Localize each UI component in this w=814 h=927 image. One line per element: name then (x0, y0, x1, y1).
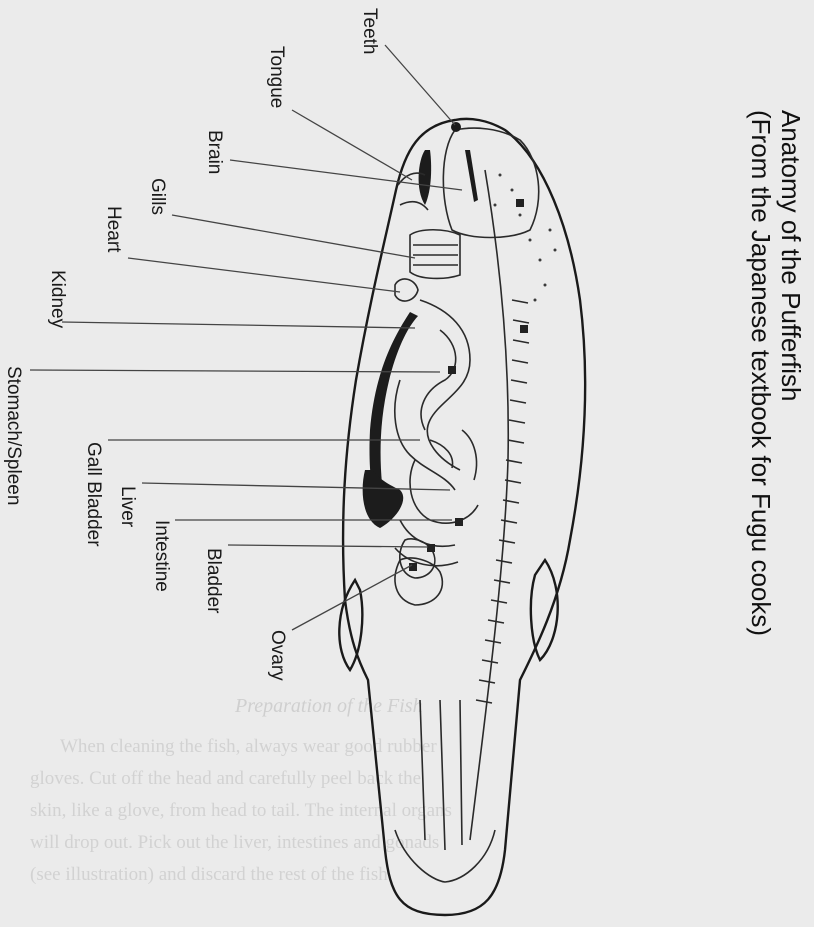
ovary-leader (292, 565, 412, 630)
background-line-5: (see illustration) and discard the rest … (30, 864, 392, 885)
gills-leader (172, 215, 415, 258)
tail-rays (420, 700, 462, 850)
label-intestine: Intestine (151, 520, 172, 592)
dorsal-fin (531, 560, 558, 660)
label-teeth: Teeth (359, 8, 380, 54)
gills-organ (410, 230, 460, 279)
label-ovary: Ovary (267, 630, 288, 681)
label-kidney: Kidney (47, 270, 68, 329)
background-line-4: will drop out. Pick out the liver, intes… (30, 832, 439, 853)
label-liver: Liver (117, 486, 138, 528)
title-line-1: Anatomy of the Pufferfish (776, 110, 806, 401)
kidney-leader (62, 322, 415, 328)
background-line-1: When cleaning the fish, always wear good… (60, 736, 437, 757)
head-region (398, 122, 557, 302)
teeth-mark (451, 122, 461, 132)
teeth-leader (385, 45, 455, 125)
liver-dark-lobe (363, 470, 404, 528)
bladder-leader (228, 545, 428, 547)
label-gall-bladder: Gall Bladder (83, 442, 104, 547)
title-line-2: (From the Japanese textbook for Fugu coo… (746, 110, 776, 636)
brain-shape (465, 150, 478, 202)
label-gills: Gills (147, 178, 168, 215)
diagram-title: Anatomy of the Pufferfish (From the Japa… (746, 110, 806, 636)
label-heart: Heart (103, 206, 124, 253)
head-cavity (443, 128, 538, 237)
tongue-shape (419, 150, 432, 205)
label-tongue: Tongue (266, 46, 287, 108)
liver-leader (142, 483, 450, 490)
heart-leader (128, 258, 400, 292)
spine (470, 170, 508, 840)
tongue-leader (292, 110, 412, 180)
label-stomach-spleen: Stomach/Spleen (3, 366, 24, 505)
label-brain: Brain (204, 130, 225, 174)
background-page-text: Preparation of the Fish When cleaning th… (30, 695, 452, 885)
background-subheading: Preparation of the Fish (234, 695, 423, 717)
organ-labels: Teeth Tongue Brain Gills Heart Kidney St… (3, 8, 380, 681)
stomach-spleen-leader (30, 370, 440, 372)
vertebrae (476, 300, 529, 703)
digestive-tract (395, 300, 478, 566)
background-line-3: skin, like a glove, from head to tail. T… (30, 800, 452, 821)
label-bladder: Bladder (203, 548, 224, 614)
heart-organ (395, 279, 418, 301)
background-line-2: gloves. Cut off the head and carefully p… (30, 768, 421, 789)
